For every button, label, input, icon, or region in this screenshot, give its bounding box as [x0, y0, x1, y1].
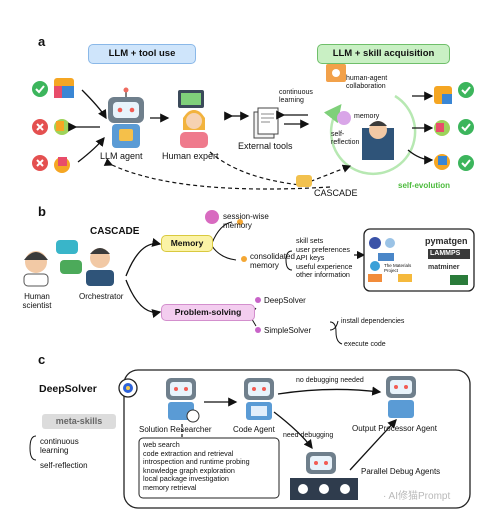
self-reflection-c: self-reflection: [40, 461, 88, 470]
meta-skills-pill: meta-skills: [42, 414, 116, 429]
panel-a-letter: a: [38, 34, 46, 49]
skill-item: memory retrieval: [143, 482, 197, 492]
debug-robot: [290, 452, 358, 500]
continuous-learning-c: continuous learning: [40, 437, 79, 455]
simplesolver-label: SimpleSolver: [264, 326, 312, 335]
deepsolver-title: DeepSolver: [39, 383, 97, 395]
panel-c-letter: c: [38, 352, 46, 367]
deepsolver-label: DeepSolver: [264, 296, 306, 305]
dot-purple: [255, 327, 261, 333]
tool-use-title: LLM + tool use: [88, 44, 196, 64]
memory-item: useful experience: [296, 261, 353, 271]
brain-icon: [205, 210, 219, 224]
puzzle-icons-left: [54, 78, 74, 173]
skill-item: local package investigation: [143, 474, 229, 484]
skill-acquisition-title: LLM + skill acquisition: [317, 44, 450, 64]
external-tools-label: External tools: [238, 141, 293, 151]
simple-step: install dependencies: [341, 318, 405, 325]
skill-item: code extraction and retrieval: [143, 448, 234, 458]
check-icon: [458, 155, 474, 171]
solution-researcher-label: Solution Researcher: [139, 425, 212, 434]
orchestrator-figure: [86, 248, 114, 286]
orchestrator-label: Orchestrator: [79, 292, 124, 301]
memory-item: API keys: [296, 253, 325, 263]
collab-icon: [326, 64, 346, 82]
self-evolution-ring: [323, 94, 417, 176]
collaboration-label: human-agent collaboration: [346, 75, 388, 90]
dot-purple: [255, 297, 261, 303]
researcher-robot: [166, 378, 200, 423]
logo-lammps: LAMMPS: [430, 250, 461, 257]
consolidated-memory-label: consolidated memory: [250, 252, 295, 270]
memory-pill: Memory: [161, 235, 213, 252]
skill-item: knowledge graph exploration: [143, 465, 235, 475]
output-robot: [386, 376, 416, 418]
check-icon: [458, 82, 474, 98]
result-icons-right: [458, 82, 474, 171]
no-debugging-label: no debugging needed: [296, 377, 364, 384]
problem-solving-pill: Problem-solving: [161, 304, 255, 321]
simple-step: execute code: [344, 341, 386, 348]
code-agent-robot: [244, 378, 274, 420]
logo-materials-project: The Materials Project: [384, 263, 412, 273]
session-memory-label: session-wise memory: [223, 212, 269, 230]
check-icon: [458, 119, 474, 135]
tools-stack-icon: [253, 107, 279, 139]
llm-agent-label: LLM agent: [100, 151, 143, 161]
cascade-label-a: CASCADE: [314, 188, 358, 198]
skills-list: web search code extraction and retrieval…: [143, 440, 250, 493]
human-scientist-label: Human scientist: [22, 292, 52, 310]
check-icon: [32, 81, 48, 97]
skills-box: [138, 437, 280, 499]
need-debugging-label: need debugging: [283, 432, 334, 439]
watermark: · AI修猫Prompt: [383, 491, 451, 502]
dot-orange: [237, 219, 243, 225]
code-agent-label: Code Agent: [233, 425, 275, 434]
scientist-figure: [23, 251, 49, 287]
memory-item: skill sets: [296, 236, 324, 245]
logo-matminer: matminer: [428, 264, 460, 271]
skill-item: introspection and runtime probing: [143, 457, 250, 467]
memory-item: other information: [296, 270, 350, 280]
human-expert-label: Human expert: [162, 151, 219, 161]
parallel-debug-label: Parallel Debug Agents: [361, 467, 441, 476]
self-reflection-label: self- reflection: [331, 131, 360, 146]
puzzle-icons-right: [434, 86, 452, 170]
self-evolution-label: self-evolution: [398, 181, 451, 190]
skill-item: web search: [143, 440, 180, 449]
memory-label: memory: [354, 113, 380, 120]
dot-orange: [241, 256, 247, 262]
deepsolver-bulb-icon: [126, 386, 130, 390]
continuous-learning-label: continuous learning: [279, 89, 313, 104]
chat-bubble-icon: [56, 240, 82, 274]
logo-pymatgen: pymatgen: [425, 236, 468, 246]
memory-item-list: skill sets user preferences API keys use…: [296, 236, 353, 280]
deepsolver-frame: [123, 369, 471, 509]
result-icons-left: [32, 81, 48, 171]
human-expert-figure: [178, 90, 208, 148]
cascade-title: CASCADE: [90, 226, 140, 237]
panel-b-letter: b: [38, 204, 46, 219]
output-processor-label: Output Processor Agent: [352, 424, 437, 433]
llm-agent-robot: [108, 87, 144, 148]
memory-item: user preferences: [296, 244, 350, 254]
